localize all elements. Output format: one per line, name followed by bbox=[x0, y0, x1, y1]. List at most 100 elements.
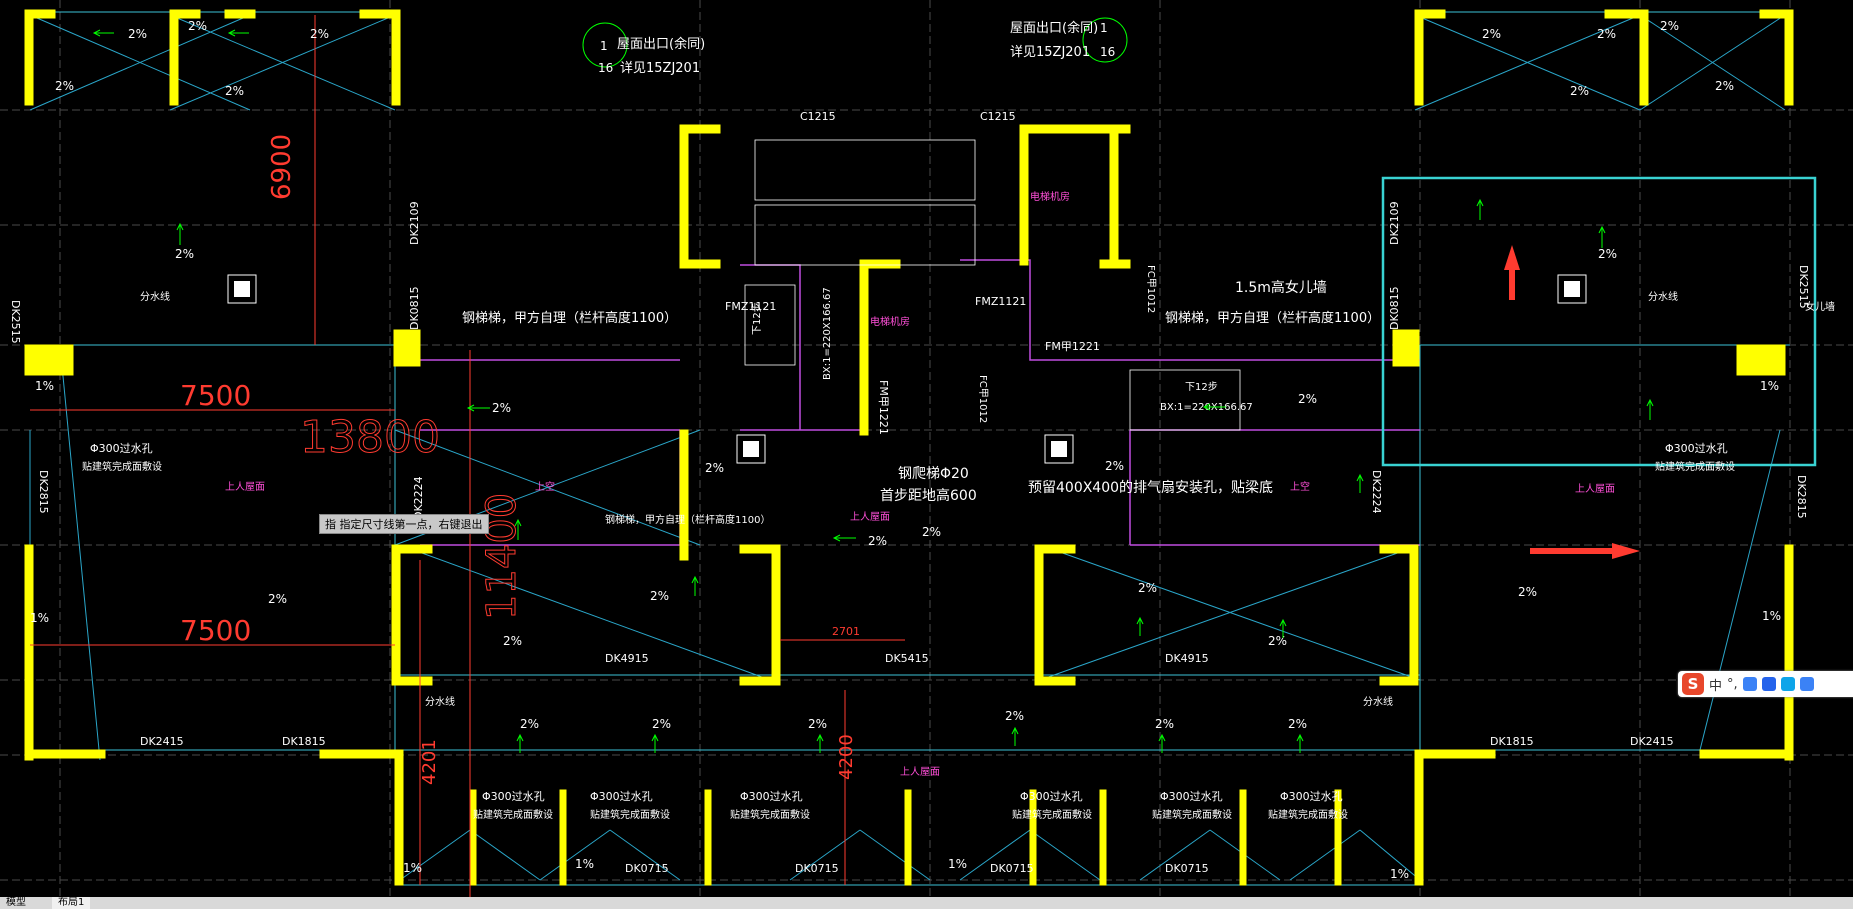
split-a: 分水线 bbox=[140, 290, 170, 303]
drain-d: Φ300过水孔 bbox=[590, 790, 653, 803]
slope-28: 2% bbox=[1005, 709, 1024, 723]
toolbox-icon[interactable] bbox=[1799, 677, 1814, 691]
sogou-logo-icon[interactable]: S bbox=[1682, 673, 1704, 695]
slope-24: 2% bbox=[1518, 585, 1537, 599]
slope-5: 2% bbox=[225, 84, 244, 98]
ime-lang[interactable]: 中 bbox=[1709, 678, 1723, 694]
room-upper-b: 上人屋面 bbox=[850, 511, 890, 523]
slope-18: 2% bbox=[1715, 79, 1734, 93]
dim-6900: 6900 bbox=[267, 134, 297, 200]
slope-15: 2% bbox=[1597, 27, 1616, 41]
window-c1215-b: C1215 bbox=[980, 110, 1016, 123]
slope-22: 2% bbox=[1138, 581, 1157, 595]
exit-left-num: 1 bbox=[600, 39, 608, 53]
drain-f-sub: 贴建筑完成面敷设 bbox=[1012, 808, 1092, 821]
ladder-note-c: 钢梯梯，甲方自理（栏杆高度1100） bbox=[605, 513, 770, 526]
exit-right-text: 屋面出口(余同) bbox=[1010, 20, 1098, 36]
dim-4200: 4200 bbox=[836, 734, 857, 780]
dim-7500-a: 7500 bbox=[180, 379, 251, 412]
slope-34: 1% bbox=[1762, 609, 1781, 623]
selection-box[interactable] bbox=[1381, 176, 1817, 467]
slope-4: 2% bbox=[55, 79, 74, 93]
opening-dk2515-l: DK2515 bbox=[9, 300, 22, 344]
opening-dk4915-b: DK4915 bbox=[1165, 652, 1209, 665]
drain-f: Φ300过水孔 bbox=[1020, 790, 1083, 803]
slope-6: 2% bbox=[175, 247, 194, 261]
split-c: 分水线 bbox=[425, 695, 455, 708]
ime-toolbar[interactable]: S 中 °, bbox=[1678, 671, 1853, 697]
door-fmz-b: FMZ1121 bbox=[975, 295, 1026, 308]
drain-c: Φ300过水孔 bbox=[482, 790, 545, 803]
tab-model[interactable]: 模型 bbox=[6, 897, 26, 908]
room-void-a: 上空 bbox=[535, 480, 555, 493]
slope-8: 2% bbox=[705, 461, 724, 475]
opening-dk0715-a: DK0715 bbox=[625, 862, 669, 875]
drain-h-sub: 贴建筑完成面敷设 bbox=[1268, 808, 1348, 821]
opening-dk4915-a: DK4915 bbox=[605, 652, 649, 665]
opening-dk0715-c: DK0715 bbox=[990, 862, 1034, 875]
slope-1: 2% bbox=[128, 27, 147, 41]
stair-up-a: 下12步 bbox=[751, 302, 763, 335]
room-upper-a: 上人屋面 bbox=[225, 481, 265, 493]
opening-dk2415-l: DK2415 bbox=[140, 735, 184, 748]
parapet-note: 1.5m高女儿墙 bbox=[1235, 279, 1327, 296]
drain-h: Φ300过水孔 bbox=[1280, 790, 1343, 803]
slope-36: 1% bbox=[575, 857, 594, 871]
slope-30: 2% bbox=[1288, 717, 1307, 731]
slope-32: 1% bbox=[1760, 379, 1779, 393]
dim-13800: 13800 bbox=[300, 412, 440, 463]
ime-punct[interactable]: °, bbox=[1727, 676, 1738, 692]
dimension-lines bbox=[30, 15, 905, 897]
opening-dk0815-r: DK0815 bbox=[1388, 286, 1401, 330]
slope-13: 2% bbox=[1598, 247, 1617, 261]
room-upper-d: 上人屋面 bbox=[900, 766, 940, 778]
slope-19: 2% bbox=[268, 592, 287, 606]
opening-dk1815-r: DK1815 bbox=[1490, 735, 1534, 748]
ladder-note-b: 钢梯梯，甲方自理（栏杆高度1100） bbox=[1165, 310, 1380, 326]
opening-dk0715-d: DK0715 bbox=[1165, 862, 1209, 875]
opening-dk2815-r: DK2815 bbox=[1795, 475, 1808, 519]
slope-21: 2% bbox=[503, 634, 522, 648]
split-b: 分水线 bbox=[1648, 290, 1678, 303]
slope-17: 2% bbox=[1570, 84, 1589, 98]
slope-25: 2% bbox=[520, 717, 539, 731]
slope-27: 2% bbox=[808, 717, 827, 731]
drain-d-sub: 贴建筑完成面敷设 bbox=[590, 808, 670, 821]
slope-11: 2% bbox=[1105, 459, 1124, 473]
exit-left-text: 屋面出口(余同) bbox=[617, 36, 705, 52]
slope-35: 1% bbox=[403, 861, 422, 875]
microphone-icon[interactable] bbox=[1742, 677, 1757, 691]
opening-dk5415: DK5415 bbox=[885, 652, 929, 665]
opening-dk2224-r: DK2224 bbox=[1370, 470, 1383, 514]
exit-left-sub: 16 bbox=[598, 61, 613, 75]
opening-dk0715-b: DK0715 bbox=[795, 862, 839, 875]
slope-7: 2% bbox=[492, 401, 511, 415]
drawing-text: 6900 7500 13800 7500 11400 4201 4200 270… bbox=[9, 17, 1835, 881]
stair-size-a: BX:1=220X166.67 bbox=[822, 287, 833, 380]
opening-dk2224-l: DK2224 bbox=[412, 476, 425, 520]
vent-icons bbox=[227, 274, 1587, 464]
slope-31: 1% bbox=[35, 379, 54, 393]
drain-g: Φ300过水孔 bbox=[1160, 790, 1223, 803]
drain-e-sub: 贴建筑完成面敷设 bbox=[730, 808, 810, 821]
tab-layout1[interactable]: 布局1 bbox=[52, 897, 91, 909]
door-fc-b: FC甲1012 bbox=[977, 375, 988, 423]
skin-icon[interactable] bbox=[1780, 677, 1795, 691]
opening-dk0815-l: DK0815 bbox=[408, 286, 421, 330]
slope-20: 2% bbox=[650, 589, 669, 603]
keyboard-icon[interactable] bbox=[1761, 677, 1776, 691]
room-upper-c: 上人屋面 bbox=[1575, 483, 1615, 495]
ladder-note-a: 钢梯梯，甲方自理（栏杆高度1100） bbox=[462, 310, 677, 326]
layout-tabs: 模型 布局1 bbox=[0, 897, 1853, 909]
drain-g-sub: 贴建筑完成面敷设 bbox=[1152, 808, 1232, 821]
slope-37: 1% bbox=[948, 857, 967, 871]
slope-33: 1% bbox=[30, 611, 49, 625]
exit-right-ref: 详见15ZJ201 bbox=[1010, 45, 1090, 60]
exit-right-num: 1 bbox=[1100, 21, 1108, 35]
window-c1215-a: C1215 bbox=[800, 110, 836, 123]
slope-2: 2% bbox=[188, 19, 207, 33]
command-prompt: 指 指定尺寸线第一点，右键退出 bbox=[319, 514, 489, 534]
opening-dk1815-l: DK1815 bbox=[282, 735, 326, 748]
door-fc-a: FC甲1012 bbox=[1145, 265, 1156, 313]
